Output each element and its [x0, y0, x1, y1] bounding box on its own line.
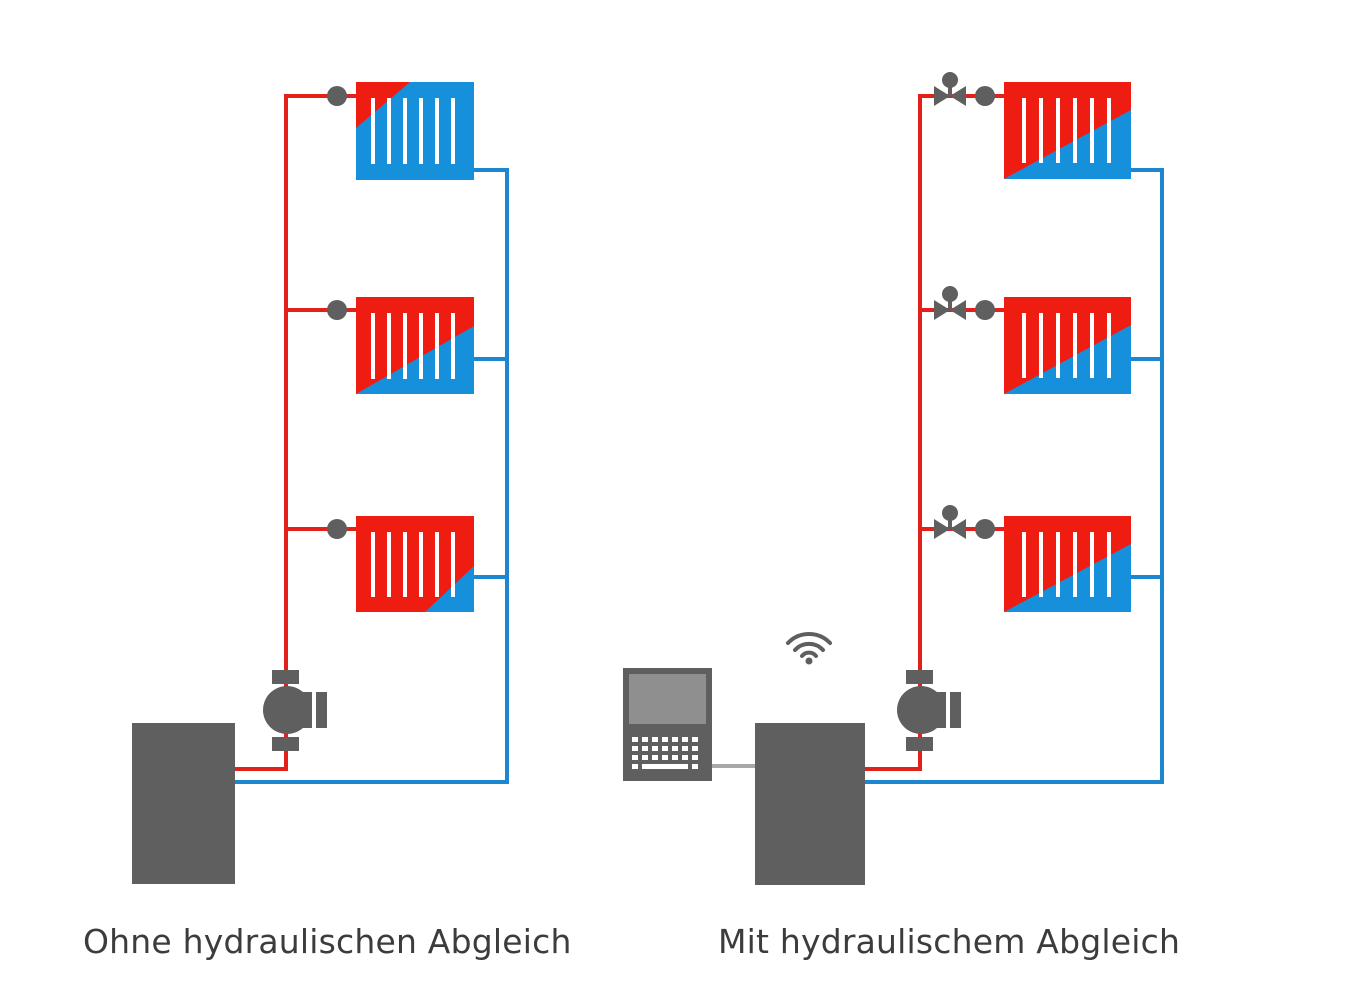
return-pipe	[235, 168, 509, 784]
wifi-icon	[786, 632, 832, 665]
boiler-unit	[755, 723, 865, 885]
supply-pipe	[235, 94, 356, 771]
supply-pipe	[865, 94, 1004, 771]
thermostat-valve-icon	[327, 300, 347, 320]
thermostat-valve-icon	[975, 86, 995, 106]
return-pipe	[865, 168, 1164, 784]
boiler-unit	[132, 723, 235, 884]
radiator-bottom	[356, 516, 474, 612]
laptop-icon	[623, 668, 712, 781]
thermostat-valve-icon	[975, 519, 995, 539]
caption-without-balancing: Ohne hydraulischen Abgleich	[83, 922, 572, 961]
balancing-valve-icon	[934, 286, 966, 320]
radiator-top	[1004, 82, 1131, 179]
radiator-middle	[356, 297, 474, 394]
radiator-top	[356, 82, 474, 180]
circulation-pump-icon	[897, 670, 961, 751]
balancing-valve-icon	[934, 505, 966, 539]
thermostat-valve-icon	[327, 86, 347, 106]
system-without-balancing	[132, 82, 509, 884]
caption-with-balancing: Mit hydraulischem Abgleich	[718, 922, 1181, 961]
thermostat-valve-icon	[975, 300, 995, 320]
system-with-balancing	[623, 72, 1164, 885]
radiator-middle	[1004, 297, 1131, 394]
balancing-valve-icon	[934, 72, 966, 106]
radiator-bottom	[1004, 516, 1131, 612]
thermostat-valve-icon	[327, 519, 347, 539]
circulation-pump-icon	[263, 670, 327, 751]
